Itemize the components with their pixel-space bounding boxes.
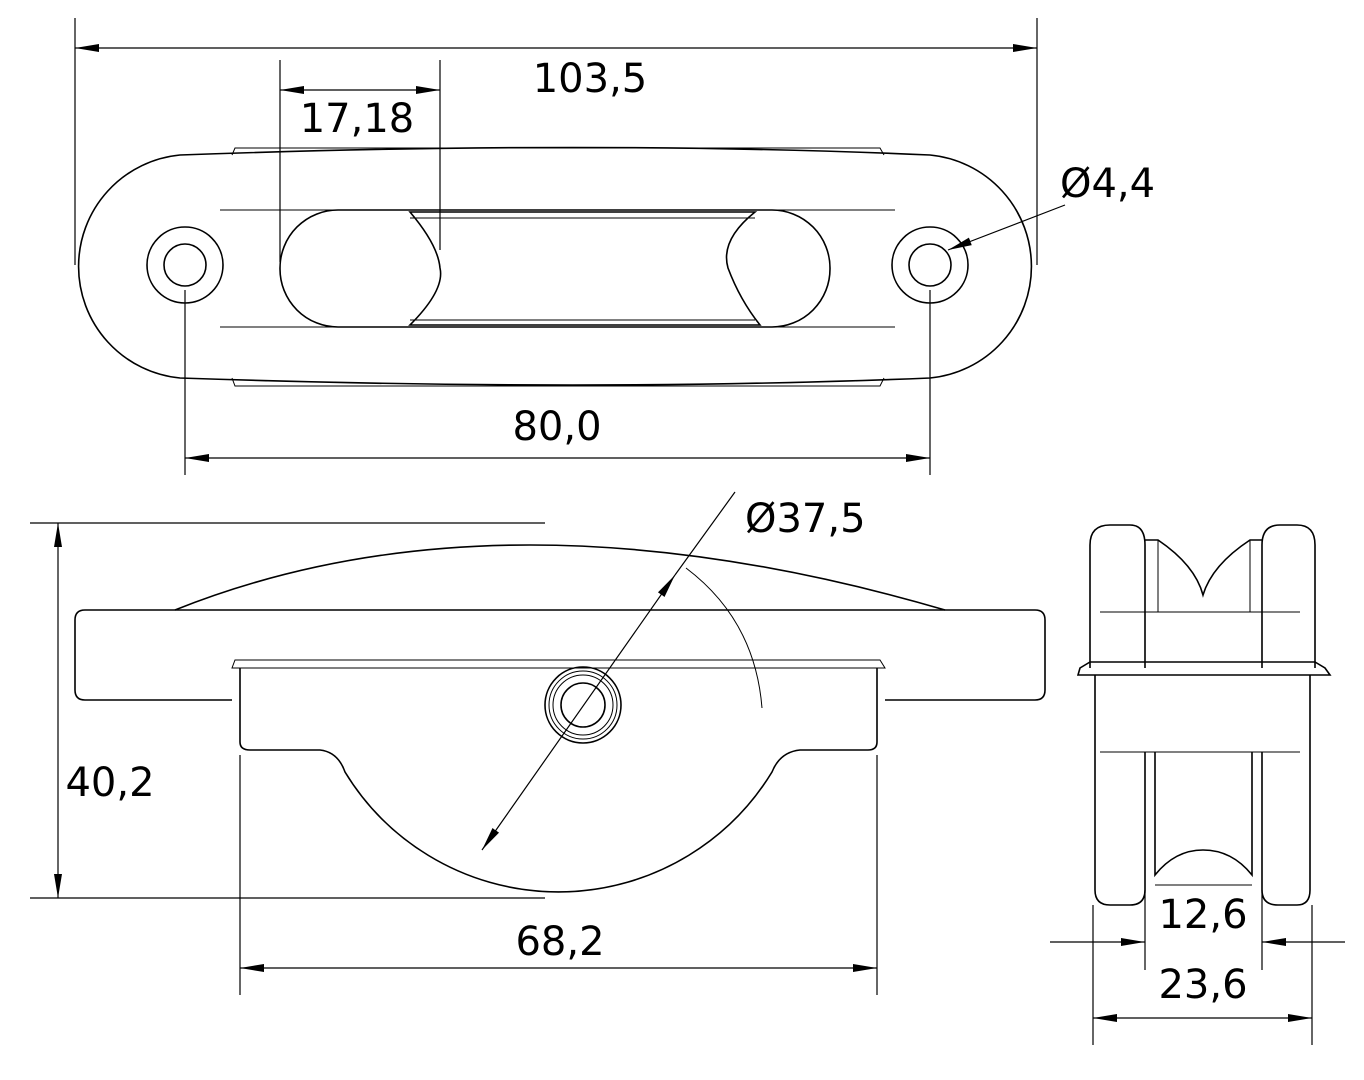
label-hole-spacing: 80,0 [512,404,601,450]
axle-hub [544,666,622,744]
label-body-length: 68,2 [515,919,604,965]
label-hole-diameter: Ø4,4 [1060,161,1155,207]
side-view: Ø37,5 40,2 68,2 [30,491,1046,995]
top-outline [77,146,1033,386]
label-sheave-width: 12,6 [1158,892,1247,938]
body [239,668,878,893]
sheave-top [408,211,762,326]
leader-hole-diameter [947,204,1066,251]
dimension-line-sheave-diameter [481,574,676,851]
label-overall-width: 23,6 [1158,962,1247,1008]
slot [279,209,831,328]
end-view: 12,6 23,6 [1050,524,1345,1045]
label-slot-offset: 17,18 [300,96,415,142]
flange-top [174,544,946,611]
top-view: 103,5 17,18 80,0 Ø4,4 [74,18,1155,475]
flange [74,609,1046,701]
label-sheave-diameter: Ø37,5 [745,496,866,542]
label-overall-length: 103,5 [533,56,648,102]
label-height: 40,2 [65,760,154,806]
